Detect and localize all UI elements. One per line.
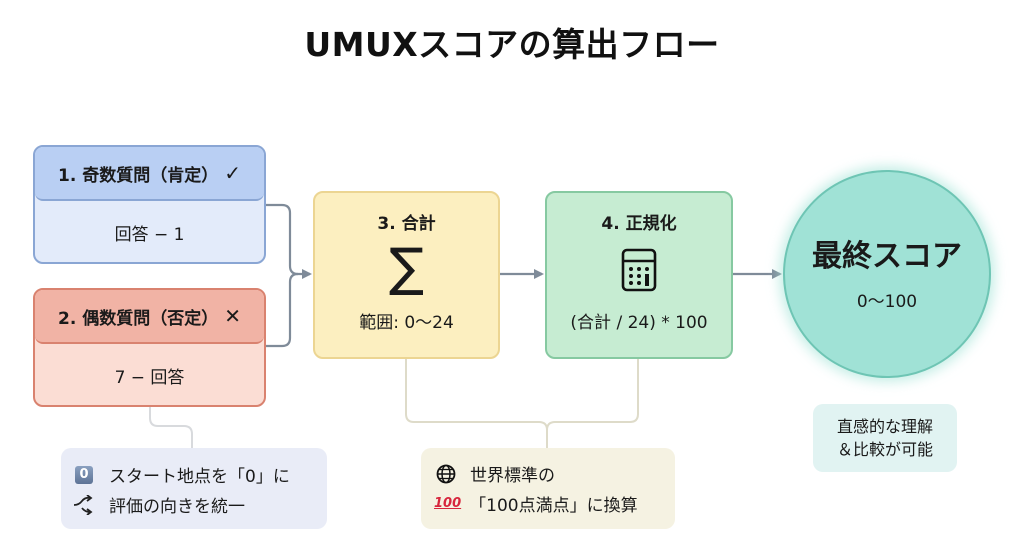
note-reverse-line1: スタート地点を「0」に [109, 467, 290, 487]
step-even-formula: 7 − 回答 [114, 368, 185, 388]
connector-even-to-sum [266, 272, 299, 348]
step-normalize: 4. 正規化 (合計 / 24) * 100 [545, 191, 733, 359]
final-score: 最終スコア 0〜100 [783, 170, 991, 378]
step-odd-header: 1. 奇数質問（肯定） ✓ [35, 147, 264, 201]
step-normalize-label: 4. 正規化 [601, 214, 677, 234]
hundred-points-icon: 100 [434, 496, 462, 511]
step-normalize-formula: (合計 / 24) * 100 [570, 313, 708, 333]
note-standard-line2: 「100点満点」に換算 [469, 496, 638, 516]
globe-icon [436, 464, 456, 483]
step-sum-range: 範囲: 0〜24 [359, 313, 454, 333]
step-even-header: 2. 偶数質問（否定） ✕ [35, 290, 264, 344]
final-score-label: 最終スコア [812, 238, 962, 274]
page-title: UMUXスコアの算出フロー [304, 25, 720, 64]
step-odd-label: 1. 奇数質問（肯定） [58, 165, 219, 186]
note-standard-line1: 世界標準の [470, 466, 555, 486]
note-benefit-line1: 直感的な理解 [836, 417, 933, 436]
note-benefit-line2: ＆比較が可能 [836, 440, 933, 459]
note-reverse-line2: 評価の向きを統一 [109, 497, 245, 517]
shuffle-arrows-icon [73, 494, 93, 515]
connector-note-standard [405, 359, 639, 448]
note-reverse-scoring: 0 スタート地点を「0」に 評価の向きを統一 [61, 448, 327, 529]
step-odd-formula: 回答 − 1 [114, 225, 185, 245]
final-score-range: 0〜100 [856, 291, 918, 312]
step-even-questions: 2. 偶数質問（否定） ✕ 7 − 回答 [33, 288, 266, 407]
keycap-zero-icon: 0 [75, 465, 93, 484]
note-benefit: 直感的な理解 ＆比較が可能 [813, 404, 957, 472]
step-even-label: 2. 偶数質問（否定） [58, 308, 219, 329]
sigma-icon: ∑ [388, 238, 425, 298]
step-sum: 3. 合計 ∑ 範囲: 0〜24 [313, 191, 500, 359]
calculator-icon [621, 248, 657, 292]
cross-icon: ✕ [224, 304, 241, 328]
check-icon: ✓ [224, 161, 241, 185]
connector-odd-to-sum [266, 203, 312, 279]
step-odd-questions: 1. 奇数質問（肯定） ✓ 回答 − 1 [33, 145, 266, 264]
step-sum-label: 3. 合計 [377, 214, 436, 234]
connector-note-reverse [149, 407, 193, 448]
note-standard-scale: 世界標準の 100 「100点満点」に換算 [421, 448, 675, 529]
